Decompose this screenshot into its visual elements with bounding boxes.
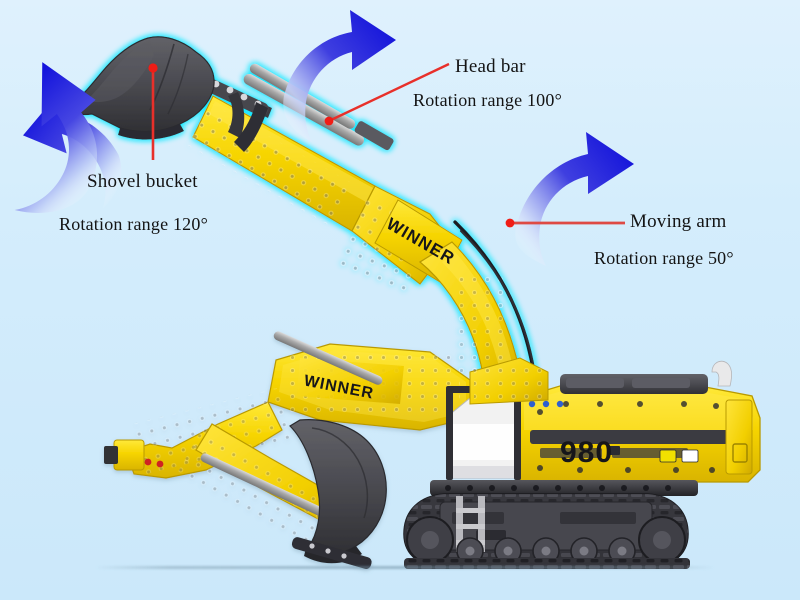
range-shovel-bucket: Rotation range 120° [59, 214, 208, 234]
operator-cab [446, 386, 522, 480]
arrow-right [515, 132, 634, 266]
range-moving-arm: Rotation range 50° [594, 248, 734, 268]
lower-arm-assembly [104, 331, 471, 569]
winner-wordmark-upper: WINNER [383, 214, 458, 268]
drive-wheels [406, 516, 686, 564]
pointer-shovel-bucket [148, 63, 158, 160]
crawler-tracks [403, 480, 698, 569]
lower-arm-winner-panel [297, 358, 404, 404]
label-moving-arm: Moving arm [630, 211, 727, 232]
road-wheels [456, 537, 636, 565]
upper-hydraulic-cylinders [243, 63, 394, 151]
warning-decals [608, 446, 699, 463]
ground-shadow [95, 566, 715, 569]
machine-body: 980 [446, 357, 761, 483]
label-shovel-bucket: Shovel bucket [87, 171, 198, 192]
lower-shovel-bucket [289, 419, 387, 569]
range-head-bar: Rotation range 100° [413, 90, 562, 110]
arrow-top [283, 10, 396, 142]
upper-bucket-linkage [203, 77, 272, 152]
lower-arm-head-block [104, 439, 164, 471]
body-number-text: 980 [560, 436, 613, 469]
shovel-bucket [51, 36, 215, 140]
label-head-bar: Head bar [455, 56, 526, 77]
arrow-left [14, 62, 122, 213]
winner-wordmark-lower: WINNER [302, 372, 375, 402]
pointer-moving-arm [505, 218, 625, 228]
upper-boom [181, 95, 541, 410]
